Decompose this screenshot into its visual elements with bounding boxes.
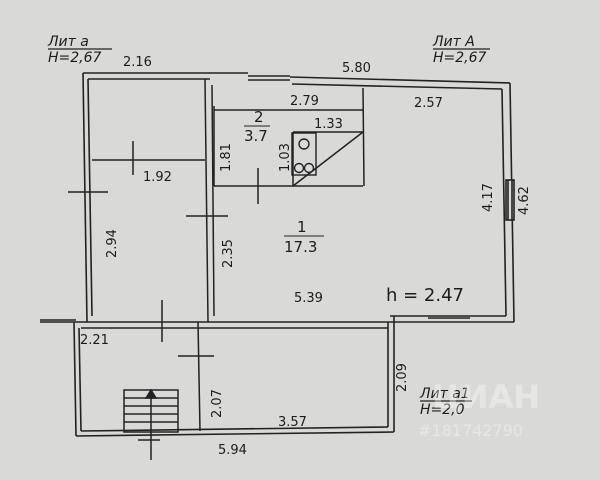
dim-4-62: 4.62 [517,186,532,215]
dim-2-94: 2.94 [105,229,120,258]
outer-walls [40,72,515,437]
dim-5-39: 5.39 [294,291,323,306]
dim-5-80: 5.80 [342,61,371,76]
dim-2-35: 2.35 [221,239,236,268]
watermark-brand: ЦИАН [432,378,540,416]
label-h-a1: Н=2,0 [420,402,465,418]
dim-5-94: 5.94 [218,443,247,458]
door-marks [68,141,259,441]
dim-1-33: 1.33 [314,117,343,132]
room1-number: 1 [297,218,307,236]
dim-1-03: 1.03 [278,143,293,172]
dim-2-09: 2.09 [395,363,410,392]
dim-2-21: 2.21 [80,333,109,348]
dim-1-92: 1.92 [143,170,172,185]
label-h-a-small: Н=2,67 [48,50,102,66]
dim-1-81: 1.81 [219,143,234,172]
dim-2-07: 2.07 [210,389,225,418]
label-h-A: Н=2,67 [433,50,487,66]
room2-number: 2 [254,108,264,126]
room1-height: h = 2.47 [386,285,464,306]
dim-2-57: 2.57 [414,96,443,111]
room2-area: 3.7 [244,127,268,145]
fixture-icon [291,132,317,176]
dim-2-16: 2.16 [123,55,152,70]
watermark-id: #181742790 [418,421,523,440]
dim-4-17: 4.17 [481,183,496,212]
dim-3-57: 3.57 [278,415,307,430]
label-lit-a-small: Лит а [47,34,89,50]
dim-2-79: 2.79 [290,94,319,109]
label-lit-A: Лит А [432,34,475,50]
room1-area: 17.3 [284,238,317,256]
label-lit-a1: Лит а1 [419,386,470,402]
interior-walls [92,78,365,460]
